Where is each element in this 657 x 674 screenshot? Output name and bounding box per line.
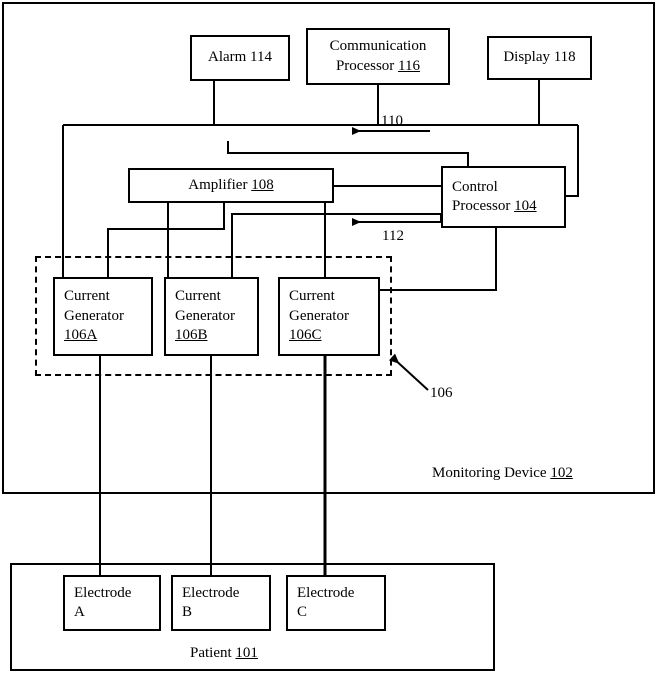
wire-callout-106 <box>388 353 429 391</box>
block-current-generator-a[interactable]: Current Generator 106A <box>53 277 153 356</box>
monitoring-device-caption: Monitoring Device 102 <box>432 465 573 482</box>
block-display-label: Display 118 <box>503 49 576 66</box>
monitoring-device-caption-text: Monitoring Device <box>432 465 551 481</box>
block-control-processor-line2: Processor 104 <box>452 198 537 214</box>
monitoring-device-frame <box>2 2 655 494</box>
block-control-processor-line1: Control <box>452 178 498 195</box>
label-signal-110: 110 <box>381 113 403 129</box>
patient-caption: Patient 101 <box>190 645 258 662</box>
wire-display-to-controlproc <box>566 125 579 197</box>
block-current-generator-a-line1: Current <box>64 288 110 305</box>
block-communication-processor[interactable]: Communication Processor 116 <box>306 28 450 85</box>
block-amplifier-text: Amplifier 108 <box>188 176 274 193</box>
block-amplifier[interactable]: Amplifier 108 <box>128 168 334 203</box>
block-current-generator-b-ref: 106B <box>175 327 208 344</box>
block-control-processor-ref: 104 <box>514 198 537 214</box>
block-electrode-b-line2: B <box>182 604 193 620</box>
wire-amplifier-to-genA <box>107 203 225 277</box>
block-current-generator-b-ref-line: 106B <box>175 326 208 346</box>
block-current-generator-c[interactable]: Current Generator 106C <box>278 277 380 356</box>
label-group-106: 106 <box>430 385 453 401</box>
block-electrode-c-line1: Electrode <box>297 584 355 601</box>
block-current-generator-c-line2: Generator <box>289 307 349 324</box>
block-electrode-b[interactable]: Electrode B <box>171 575 271 631</box>
block-current-generator-a-line2: Generator <box>64 307 124 324</box>
block-communication-processor-text: Communication Processor 116 <box>330 37 427 76</box>
wire-controlproc-return-up <box>227 141 469 166</box>
block-electrode-a-line1: Electrode <box>74 584 132 601</box>
block-current-generator-a-ref-line: 106A <box>64 326 97 346</box>
patient-caption-ref: 101 <box>235 645 258 661</box>
block-current-generator-b-line2: Generator <box>175 307 235 324</box>
label-signal-112: 112 <box>382 228 404 244</box>
block-amplifier-ref: 108 <box>251 176 274 193</box>
block-current-generator-c-ref: 106C <box>289 327 322 344</box>
block-current-generator-b-line1: Current <box>175 288 221 305</box>
block-communication-processor-ref: 116 <box>398 57 420 74</box>
patient-frame <box>10 563 495 671</box>
wire-controlproc-to-genC <box>380 228 497 291</box>
block-electrode-a[interactable]: Electrode A <box>63 575 161 631</box>
block-electrode-c-line2: C <box>297 604 308 620</box>
block-electrode-b-line1: Electrode <box>182 584 240 601</box>
patient-caption-text: Patient <box>190 645 236 661</box>
block-current-generator-c-ref-line: 106C <box>289 326 322 346</box>
block-alarm-label: Alarm 114 <box>207 49 272 66</box>
block-control-processor[interactable]: Control Processor 104 <box>441 166 566 228</box>
block-alarm[interactable]: Alarm 114 <box>190 35 290 81</box>
monitoring-device-caption-ref: 102 <box>550 465 573 481</box>
block-electrode-c[interactable]: Electrode C <box>286 575 386 631</box>
block-communication-processor-line1: Communication <box>329 38 427 54</box>
block-current-generator-c-line1: Current <box>289 288 335 305</box>
block-display[interactable]: Display 118 <box>487 36 592 80</box>
block-current-generator-a-ref: 106A <box>64 327 98 344</box>
current-generator-group-106 <box>35 256 392 376</box>
block-communication-processor-line2: Processor 116 <box>335 57 420 74</box>
block-current-generator-b[interactable]: Current Generator 106B <box>164 277 259 356</box>
block-electrode-a-line2: A <box>74 604 85 620</box>
